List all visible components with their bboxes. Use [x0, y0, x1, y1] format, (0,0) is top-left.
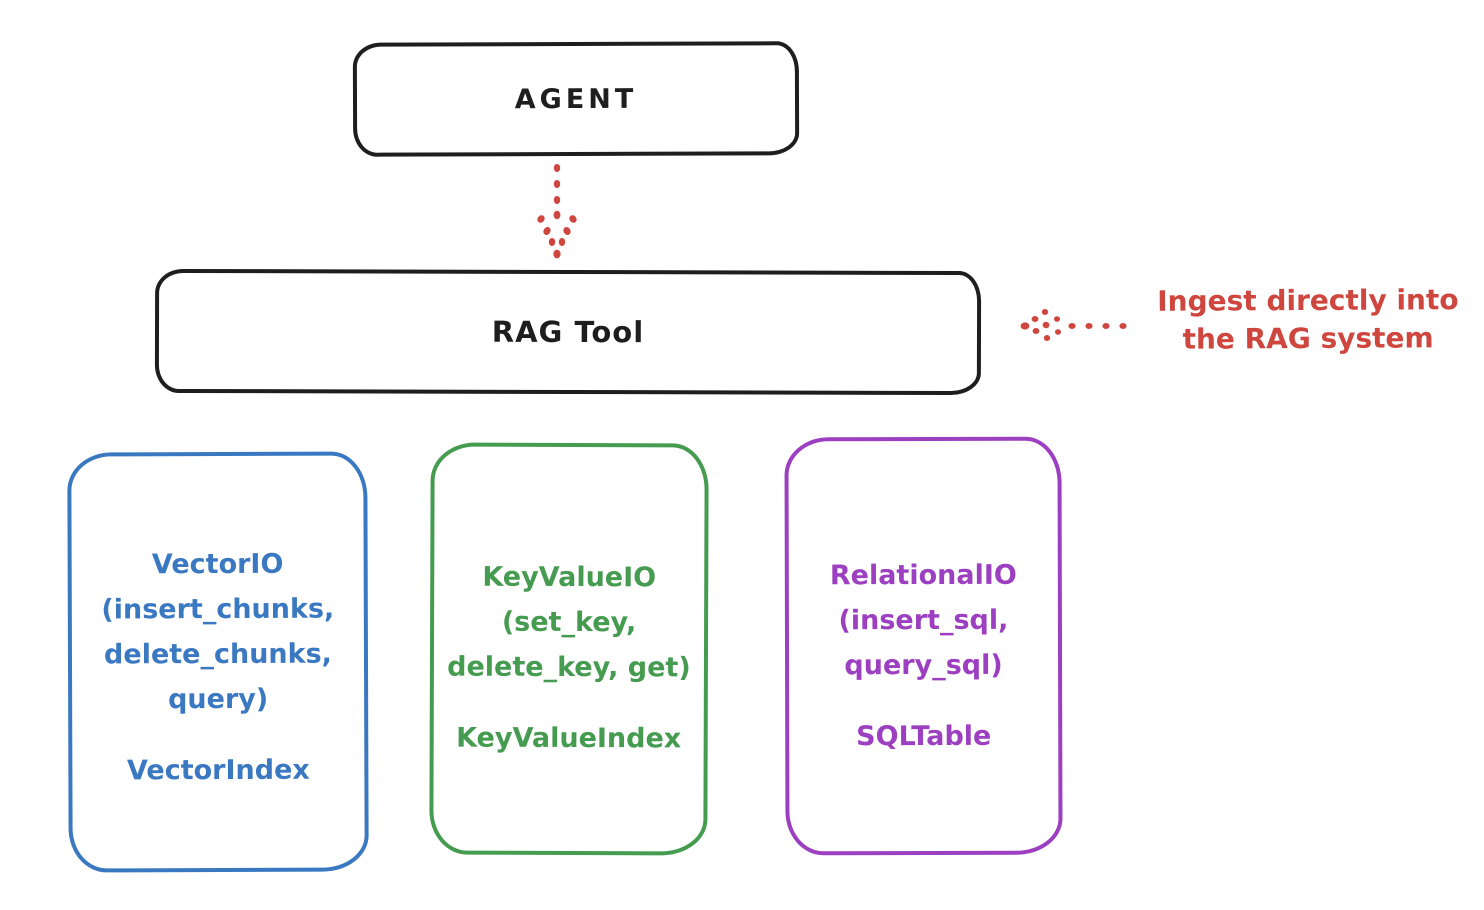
vector-io-box: VectorIO (insert_chunks, delete_chunks, …	[67, 451, 369, 873]
keyvalue-io-line: KeyValueIO	[482, 561, 657, 594]
relational-io-table-label: SQLTable	[856, 720, 992, 753]
keyvalue-io-line: (set_key,	[501, 606, 637, 639]
vector-io-line: (insert_chunks,	[101, 593, 335, 626]
relational-io-signature: RelationalIO (insert_sql, query_sql)	[830, 553, 1017, 688]
ingest-annotation: Ingest directly into the RAG system	[1128, 281, 1484, 359]
vector-io-line: VectorIO	[151, 548, 284, 581]
keyvalue-io-line: delete_key, get)	[447, 651, 691, 684]
vector-io-line: query)	[168, 683, 269, 716]
agent-node-label: AGENT	[514, 83, 638, 115]
relational-io-line: (insert_sql,	[838, 604, 1009, 637]
relational-io-line: RelationalIO	[829, 559, 1017, 592]
vector-io-signature: VectorIO (insert_chunks, delete_chunks, …	[101, 542, 335, 723]
keyvalue-io-signature: KeyValueIO (set_key, delete_key, get)	[447, 555, 691, 691]
relational-io-box: RelationalIO (insert_sql, query_sql) SQL…	[784, 436, 1063, 856]
vector-io-index-label: VectorIndex	[126, 754, 310, 787]
keyvalue-io-box: KeyValueIO (set_key, delete_key, get) Ke…	[429, 442, 709, 856]
rag-tool-node-label: RAG Tool	[491, 314, 645, 350]
relational-io-line: query_sql)	[844, 649, 1003, 682]
keyvalue-io-index-label: KeyValueIndex	[456, 722, 682, 755]
ingest-annotation-line1: Ingest directly into	[1157, 283, 1459, 318]
agent-node: AGENT	[352, 41, 800, 157]
ingest-annotation-line2: the RAG system	[1182, 321, 1434, 356]
vector-io-line: delete_chunks,	[103, 638, 332, 671]
rag-tool-node: RAG Tool	[154, 268, 982, 396]
dotted-arrow-down-icon	[537, 164, 577, 259]
dotted-arrow-left-icon	[1020, 309, 1127, 341]
